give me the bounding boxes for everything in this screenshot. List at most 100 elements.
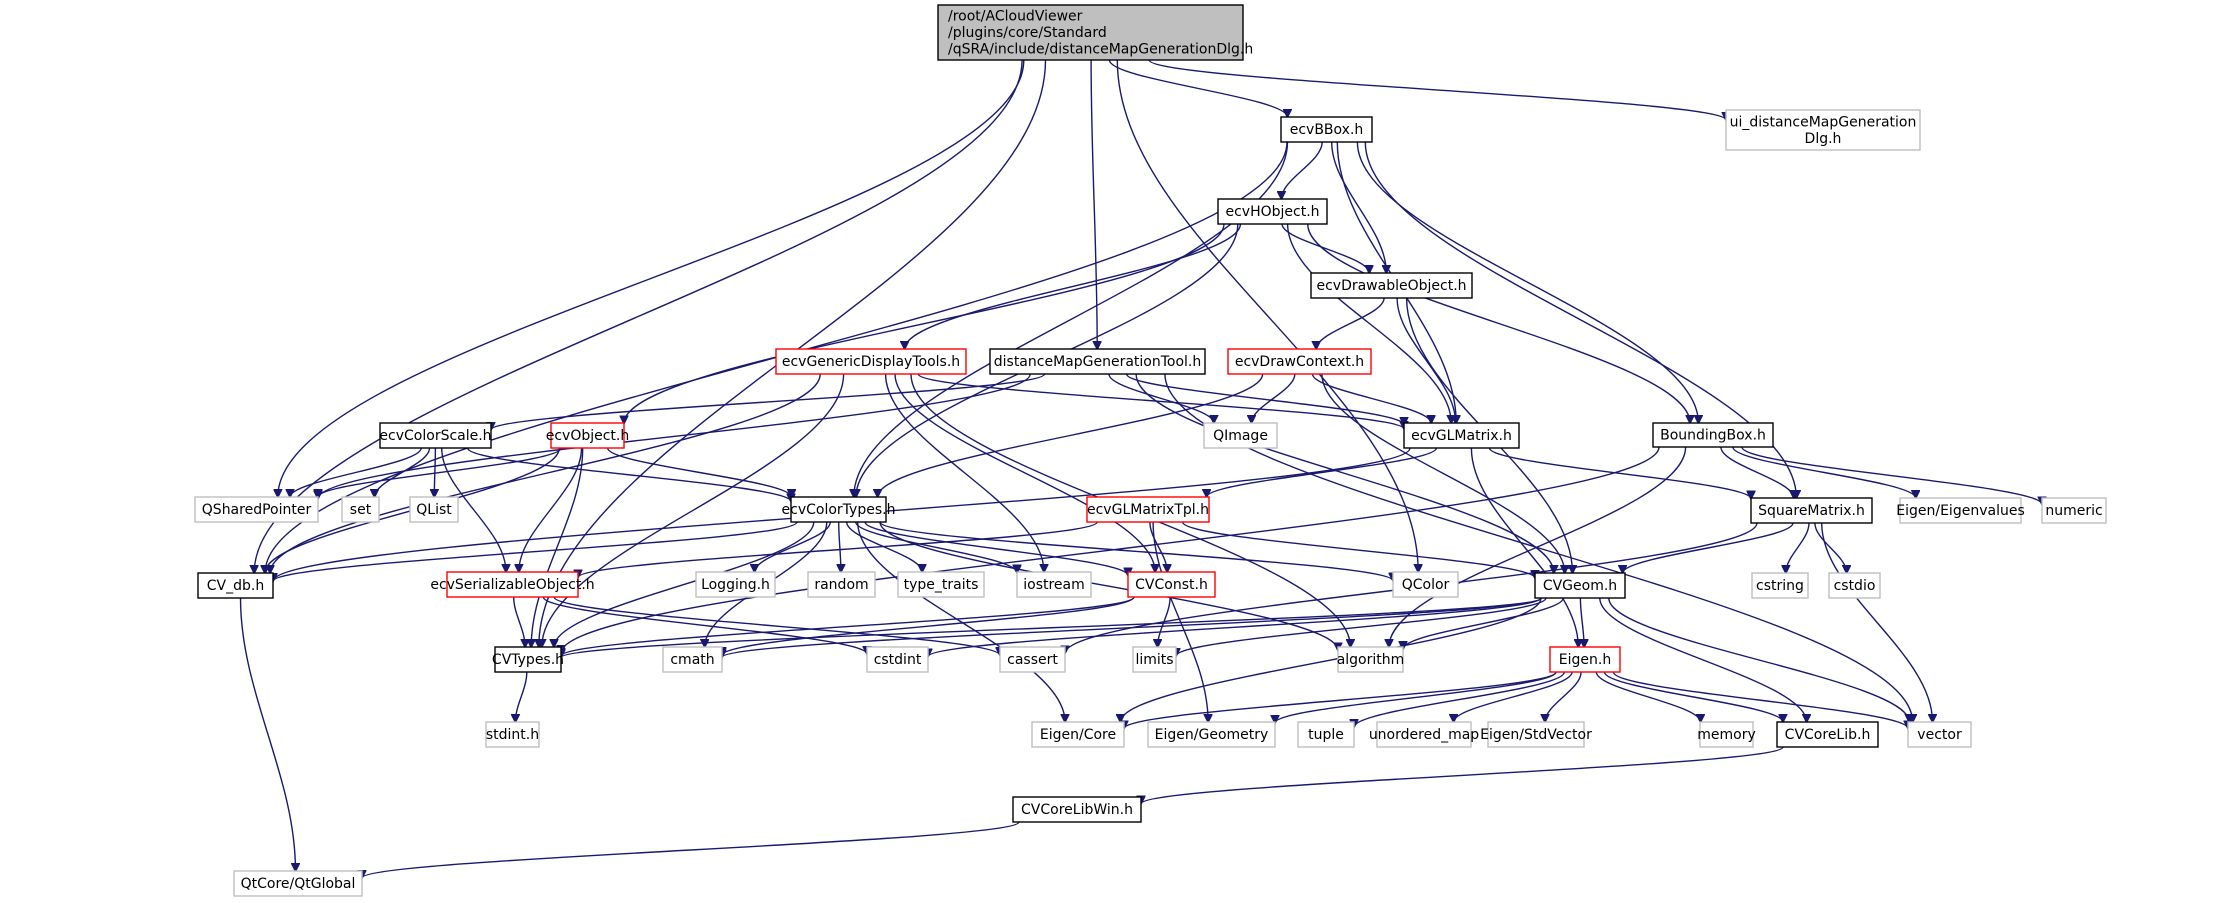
node-ecvBBox[interactable]: ecvBBox.h: [1280, 116, 1373, 143]
edge-EigenH-to-EigenGeometry: [1275, 671, 1557, 723]
node-ecvObject[interactable]: ecvObject.h: [546, 422, 630, 449]
edge-root-to-CV_db: [254, 59, 1023, 573]
node-cstdio: cstdio: [1828, 572, 1881, 599]
edge-BoundingBox-to-EigenEigenvalues: [1732, 446, 1916, 498]
node-box: [1147, 721, 1276, 748]
node-label: Eigen/Core: [1040, 727, 1116, 743]
node-label: cstring: [1756, 578, 1804, 594]
node-label: distanceMapGenerationTool.h: [994, 354, 1201, 370]
node-ecvColorTypes[interactable]: ecvColorTypes.h: [782, 496, 896, 523]
node-ecvHObject[interactable]: ecvHObject.h: [1217, 198, 1328, 225]
node-CVCoreLibWin[interactable]: CVCoreLibWin.h: [1012, 796, 1142, 823]
node-box: [485, 721, 540, 748]
node-CVConst[interactable]: CVConst.h: [1127, 571, 1216, 598]
node-EigenStdVector: Eigen/StdVector: [1480, 721, 1592, 748]
node-label: QSharedPointer: [202, 502, 312, 518]
node-label: QtCore/QtGlobal: [241, 876, 356, 892]
node-label: ecvGLMatrix.h: [1411, 428, 1512, 444]
node-label: iostream: [1023, 577, 1085, 593]
edge-ecvHObject-to-ecvObject: [624, 223, 1225, 423]
node-box: [866, 646, 929, 673]
node-box: [194, 496, 319, 523]
node-CVTypes[interactable]: CVTypes.h: [492, 646, 564, 673]
node-distanceMapGenerationTool[interactable]: distanceMapGenerationTool.h: [989, 348, 1206, 375]
node-EigenH[interactable]: Eigen.h: [1549, 646, 1621, 673]
node-box: [1725, 109, 1921, 151]
node-label: ecvHObject.h: [1225, 204, 1319, 220]
node-label: set: [350, 502, 372, 518]
node-label: ecvBBox.h: [1290, 122, 1364, 138]
edge-ecvGLMatrix-to-ecvGLMatrixTpl: [1207, 447, 1438, 497]
node-ecvDrawableObject[interactable]: ecvDrawableObject.h: [1310, 272, 1473, 299]
node-box: [1297, 721, 1355, 748]
edge-distanceMapGenerationTool-to-ecvGLMatrix: [1125, 373, 1404, 425]
node-label: Logging.h: [701, 577, 770, 593]
node-label: SquareMatrix.h: [1758, 503, 1865, 519]
edge-ecvBBox-to-BoundingBox: [1356, 141, 1698, 423]
edge-BoundingBox-to-SquareMatrix: [1720, 446, 1794, 498]
edge-root-to-distanceMapGenerationTool: [1090, 59, 1097, 349]
edge-ecvColorScale-to-QSharedPointer: [290, 447, 422, 497]
edge-ecvObject-to-ecvSerializableObject: [519, 447, 583, 572]
node-ecvGLMatrix[interactable]: ecvGLMatrix.h: [1403, 422, 1520, 449]
edge-ecvColorTypes-to-QColor: [879, 521, 1393, 581]
edge-ecvColorTypes-to-iostream: [855, 521, 1017, 573]
node-CV_db[interactable]: CV_db.h: [197, 572, 274, 599]
edge-ecvGenericDisplayTools-to-CV_db: [270, 373, 821, 573]
node-ecvDrawContext[interactable]: ecvDrawContext.h: [1227, 348, 1372, 375]
node-box: [1376, 721, 1472, 748]
edge-CVConst-to-limits: [1158, 596, 1171, 647]
edge-ecvGLMatrix-to-EigenH: [1470, 447, 1578, 647]
node-label: cstdint: [874, 652, 922, 668]
node-label: CVConst.h: [1135, 577, 1208, 593]
edge-CVGeom-to-cstdint: [928, 597, 1542, 657]
edge-ecvObject-to-ecvColorTypes: [606, 447, 792, 497]
edge-CV_db-to-QtGlobal: [239, 597, 296, 871]
edge-ecvDrawableObject-to-ecvDrawContext: [1316, 297, 1385, 349]
node-label: /qSRA/include/distanceMapGenerationDlg.h: [948, 42, 1253, 58]
node-label: ecvSerializableObject.h: [430, 577, 594, 593]
node-SquareMatrix[interactable]: SquareMatrix.h: [1750, 497, 1873, 524]
node-box: [1086, 496, 1210, 523]
node-root: /root/ACloudViewer/plugins/core/Standard…: [937, 4, 1253, 61]
node-BoundingBox[interactable]: BoundingBox.h: [1652, 422, 1774, 448]
node-box: [1310, 272, 1473, 299]
edge-ecvGenericDisplayTools-to-ecvGLMatrix: [917, 373, 1404, 429]
node-numeric: numeric: [2041, 497, 2107, 524]
edge-ecvDrawContext-to-CVGeom: [1321, 373, 1565, 573]
node-label: CVCoreLibWin.h: [1021, 802, 1133, 818]
node-box: [1203, 422, 1278, 449]
node-box: [494, 646, 562, 673]
edge-ecvDrawContext-to-ecvColorTypes: [878, 373, 1264, 497]
node-label: ecvDrawContext.h: [1235, 354, 1364, 370]
node-ecvGenericDisplayTools[interactable]: ecvGenericDisplayTools.h: [775, 348, 967, 375]
node-ecvGLMatrixTpl[interactable]: ecvGLMatrixTpl.h: [1086, 496, 1210, 523]
node-ecvSerializableObject[interactable]: ecvSerializableObject.h: [430, 571, 595, 598]
edges-layer: [239, 59, 2043, 878]
edge-ecvHObject-to-ecvDrawableObject: [1281, 223, 1369, 273]
node-CVCoreLib[interactable]: CVCoreLib.h: [1776, 721, 1879, 748]
edge-ecvColorTypes-to-CVTypes: [554, 521, 815, 647]
node-label: cmath: [670, 652, 714, 668]
node-box: [1016, 571, 1092, 598]
node-box: [1487, 721, 1585, 748]
node-ecvColorScale[interactable]: ecvColorScale.h: [379, 422, 492, 449]
node-vector: vector: [1907, 721, 1972, 748]
node-label: limits: [1135, 652, 1173, 668]
node-label: ecvGLMatrixTpl.h: [1087, 502, 1209, 518]
edge-ecvDrawContext-to-QImage: [1252, 373, 1296, 423]
node-algorithm: algorithm: [1337, 646, 1404, 673]
edge-ecvColorScale-to-ecvSerializableObject: [441, 447, 506, 572]
edge-ecvGenericDisplayTools-to-iostream: [884, 373, 1044, 572]
node-memory: memory: [1697, 721, 1756, 748]
node-label: cassert: [1007, 652, 1058, 668]
node-box: [1652, 422, 1774, 448]
node-box: [1127, 571, 1216, 598]
node-label: random: [814, 577, 868, 593]
node-label: /root/ACloudViewer: [948, 9, 1083, 25]
node-cstdint: cstdint: [866, 646, 929, 673]
edge-ecvColorTypes-to-CV_db: [273, 521, 798, 581]
edge-ecvObject-to-CVTypes: [531, 447, 584, 647]
node-CVGeom[interactable]: CVGeom.h: [1534, 572, 1626, 599]
